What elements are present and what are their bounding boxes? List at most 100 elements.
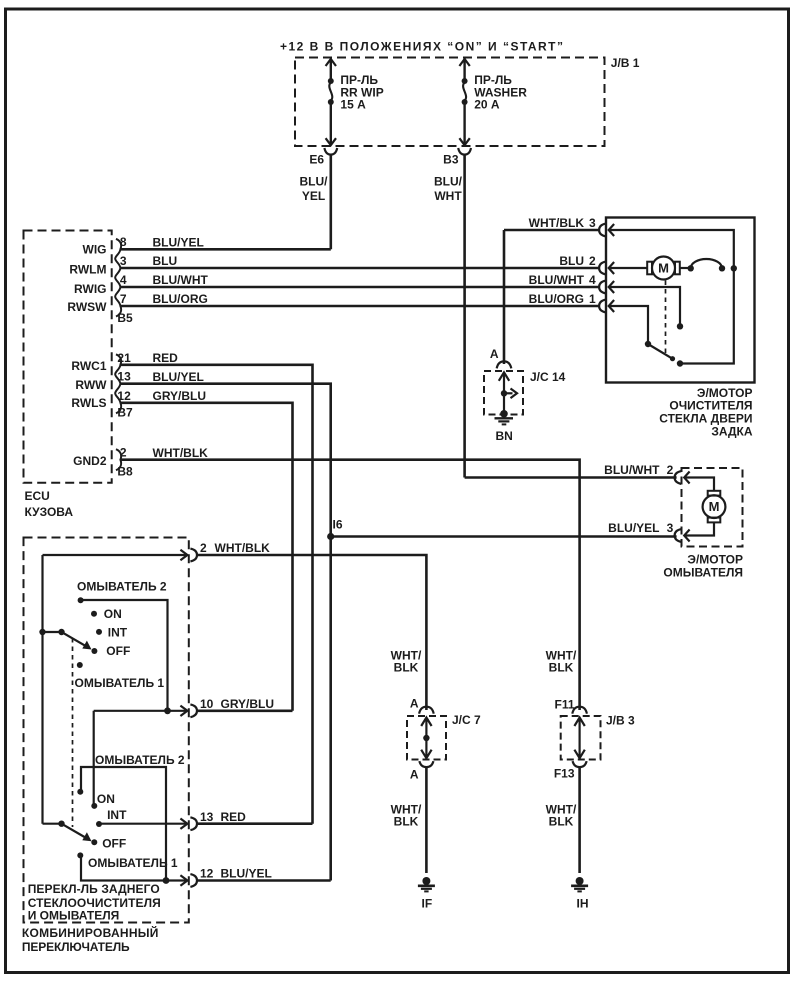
svg-text:12: 12	[117, 389, 131, 403]
svg-text:J/B 1: J/B 1	[611, 56, 640, 70]
svg-text:BLU/ORG: BLU/ORG	[529, 292, 584, 306]
svg-text:3: 3	[589, 216, 596, 230]
svg-text:2: 2	[667, 463, 674, 477]
svg-text:WIG: WIG	[83, 243, 107, 257]
svg-text:I6: I6	[333, 518, 343, 532]
svg-text:GRY/BLU: GRY/BLU	[153, 389, 207, 403]
svg-text:4: 4	[589, 273, 596, 287]
svg-text:12: 12	[200, 867, 214, 881]
svg-text:WHT/: WHT/	[391, 803, 422, 817]
svg-text:ПЕРЕКЛ-ЛЬ ЗАДНЕГО: ПЕРЕКЛ-ЛЬ ЗАДНЕГО	[28, 882, 160, 896]
svg-text:ECU: ECU	[25, 489, 50, 503]
svg-text:BLK: BLK	[549, 815, 574, 829]
svg-text:Э/МОТОР: Э/МОТОР	[687, 553, 743, 567]
svg-text:IF: IF	[422, 897, 433, 911]
svg-text:A: A	[490, 347, 499, 361]
svg-text:13: 13	[200, 810, 214, 824]
svg-text:BLU/WHT: BLU/WHT	[153, 273, 209, 287]
svg-text:КУЗОВА: КУЗОВА	[25, 505, 74, 519]
svg-text:4: 4	[120, 273, 127, 287]
svg-text:2: 2	[120, 446, 127, 460]
svg-text:A: A	[410, 767, 419, 781]
svg-text:GRY/BLU: GRY/BLU	[221, 697, 275, 711]
svg-text:INT: INT	[108, 625, 128, 639]
svg-text:J/C 7: J/C 7	[452, 713, 481, 727]
svg-text:OFF: OFF	[102, 837, 126, 851]
svg-text:WHT/BLK: WHT/BLK	[153, 446, 209, 460]
svg-text:RWC1: RWC1	[71, 359, 106, 373]
svg-text:RWIG: RWIG	[74, 282, 106, 296]
svg-text:BLU/WHT: BLU/WHT	[529, 273, 585, 287]
svg-text:BLU/YEL: BLU/YEL	[608, 521, 659, 535]
svg-text:RED: RED	[153, 351, 179, 365]
svg-text:BLU/YEL: BLU/YEL	[153, 236, 204, 250]
svg-text:BLU/: BLU/	[300, 175, 329, 189]
svg-text:RWSW: RWSW	[67, 300, 107, 314]
svg-text:RWLM: RWLM	[69, 262, 106, 276]
svg-text:J/B 3: J/B 3	[606, 714, 635, 728]
svg-text:КОМБИНИРОВАННЫЙ: КОМБИНИРОВАННЫЙ	[22, 925, 159, 940]
svg-text:1: 1	[589, 292, 596, 306]
svg-text:ОМЫВАТЕЛЬ 1: ОМЫВАТЕЛЬ 1	[88, 856, 178, 870]
svg-text:F13: F13	[554, 767, 575, 781]
svg-text:ЗАДКА: ЗАДКА	[711, 425, 753, 439]
svg-text:IH: IH	[577, 897, 589, 911]
svg-text:BLK: BLK	[394, 815, 419, 829]
svg-text:INT: INT	[107, 808, 127, 822]
svg-text:RWW: RWW	[75, 378, 107, 392]
svg-text:2: 2	[200, 541, 207, 555]
svg-text:И ОМЫВАТЕЛЯ: И ОМЫВАТЕЛЯ	[28, 909, 120, 923]
svg-text:WHT/BLK: WHT/BLK	[529, 216, 585, 230]
svg-text:СТЕКЛООЧИСТИТЕЛЯ: СТЕКЛООЧИСТИТЕЛЯ	[28, 896, 161, 910]
svg-text:BLU: BLU	[153, 254, 178, 268]
svg-text:7: 7	[120, 292, 127, 306]
svg-text:ОМЫВАТЕЛЬ 2: ОМЫВАТЕЛЬ 2	[95, 753, 185, 767]
svg-text:J/C 14: J/C 14	[530, 370, 566, 384]
svg-text:RWLS: RWLS	[71, 396, 106, 410]
svg-text:20 А: 20 А	[474, 98, 500, 112]
svg-text:BLK: BLK	[394, 661, 419, 675]
svg-text:WASHER: WASHER	[474, 85, 527, 99]
svg-text:WHT/: WHT/	[391, 649, 422, 663]
svg-text:GND2: GND2	[73, 454, 107, 468]
svg-text:ОМЫВАТЕЛЯ: ОМЫВАТЕЛЯ	[663, 566, 743, 580]
svg-text:BLU/YEL: BLU/YEL	[221, 867, 272, 881]
svg-text:21: 21	[117, 351, 131, 365]
svg-text:B7: B7	[117, 405, 133, 419]
svg-text:ON: ON	[97, 792, 115, 806]
svg-text:OFF: OFF	[106, 644, 130, 658]
svg-text:10: 10	[200, 697, 214, 711]
svg-text:3: 3	[120, 254, 127, 268]
svg-text:BLU: BLU	[559, 254, 584, 268]
svg-text:ПР-ЛЬ: ПР-ЛЬ	[474, 73, 512, 87]
svg-text:15 А: 15 А	[340, 98, 366, 112]
svg-text:13: 13	[117, 370, 131, 384]
svg-text:WHT/: WHT/	[546, 649, 577, 663]
svg-text:E6: E6	[309, 153, 324, 167]
svg-text:YEL: YEL	[302, 189, 325, 203]
svg-text:BLU/YEL: BLU/YEL	[153, 370, 204, 384]
svg-text:B8: B8	[117, 465, 133, 479]
svg-text:BLK: BLK	[549, 661, 574, 675]
svg-text:M: M	[658, 261, 669, 276]
svg-text:RED: RED	[221, 810, 247, 824]
svg-text:RR WIP: RR WIP	[340, 85, 383, 99]
svg-text:Э/МОТОР: Э/МОТОР	[697, 386, 753, 400]
svg-text:WHT/BLK: WHT/BLK	[215, 541, 271, 555]
svg-text:BLU/WHT: BLU/WHT	[604, 463, 660, 477]
svg-text:СТЕКЛА ДВЕРИ: СТЕКЛА ДВЕРИ	[659, 412, 752, 426]
svg-text:F11: F11	[554, 698, 574, 712]
svg-text:WHT: WHT	[434, 189, 462, 203]
svg-text:WHT/: WHT/	[546, 803, 577, 817]
svg-text:M: M	[709, 499, 720, 514]
svg-text:BLU/ORG: BLU/ORG	[153, 292, 208, 306]
svg-text:3: 3	[667, 521, 674, 535]
svg-text:B3: B3	[443, 153, 459, 167]
svg-text:ОМЫВАТЕЛЬ 1: ОМЫВАТЕЛЬ 1	[75, 676, 165, 690]
svg-text:BLU/: BLU/	[434, 175, 463, 189]
svg-text:ON: ON	[104, 607, 122, 621]
svg-text:ОЧИСТИТЕЛЯ: ОЧИСТИТЕЛЯ	[669, 399, 752, 413]
svg-text:8: 8	[120, 235, 127, 249]
svg-text:ПР-ЛЬ: ПР-ЛЬ	[340, 73, 378, 87]
svg-text:BN: BN	[496, 429, 513, 443]
